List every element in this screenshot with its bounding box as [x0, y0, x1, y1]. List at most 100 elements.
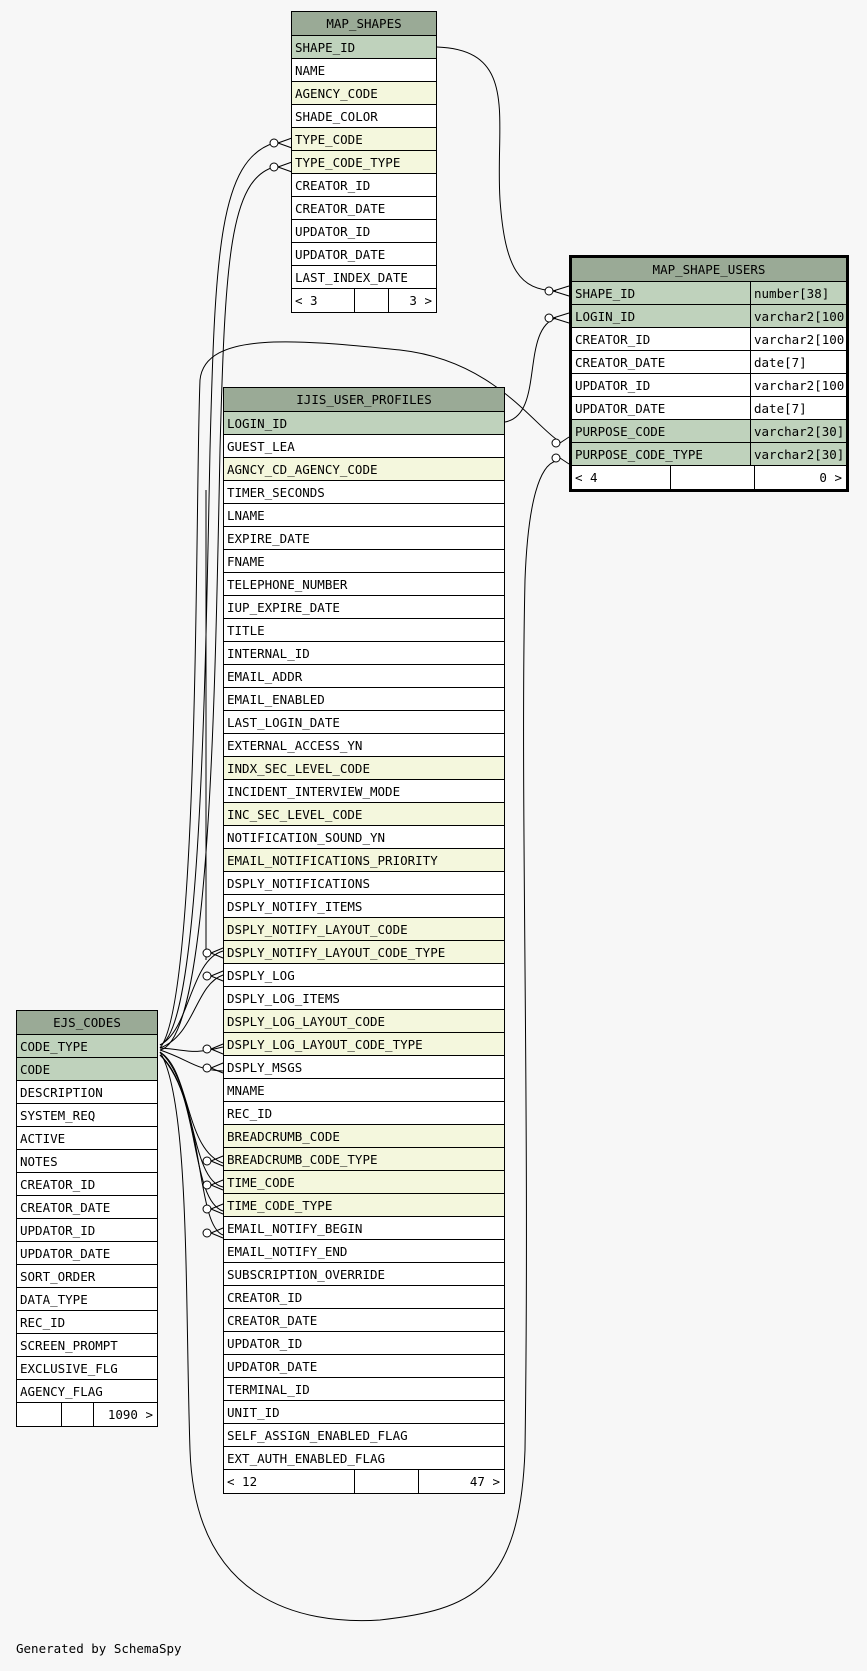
column-row[interactable]: TERMINAL_ID: [224, 1378, 504, 1401]
parents-count[interactable]: < 3: [295, 293, 318, 308]
column-row[interactable]: IUP_EXPIRE_DATE: [224, 596, 504, 619]
column-row[interactable]: UPDATOR_ID: [17, 1219, 157, 1242]
column-row[interactable]: SHADE_COLOR: [292, 105, 436, 128]
column-row[interactable]: EXCLUSIVE_FLG: [17, 1357, 157, 1380]
column-row[interactable]: EXTERNAL_ACCESS_YN: [224, 734, 504, 757]
column-row[interactable]: SELF_ASSIGN_ENABLED_FLAG: [224, 1424, 504, 1447]
column-row[interactable]: DSPLY_LOG_LAYOUT_CODE_TYPE: [224, 1033, 504, 1056]
column-row[interactable]: TYPE_CODE_TYPE: [292, 151, 436, 174]
column-row[interactable]: AGENCY_CODE: [292, 82, 436, 105]
column-row[interactable]: INDX_SEC_LEVEL_CODE: [224, 757, 504, 780]
column-row[interactable]: EMAIL_ENABLED: [224, 688, 504, 711]
column-row[interactable]: TYPE_CODE: [292, 128, 436, 151]
column-row[interactable]: DSPLY_NOTIFY_LAYOUT_CODE: [224, 918, 504, 941]
column-row[interactable]: CODE_TYPE: [17, 1035, 157, 1058]
table-title[interactable]: MAP_SHAPE_USERS: [572, 258, 846, 282]
column-name: DSPLY_MSGS: [227, 1060, 303, 1075]
column-row[interactable]: SUBSCRIPTION_OVERRIDE: [224, 1263, 504, 1286]
table-title[interactable]: EJS_CODES: [17, 1011, 157, 1035]
column-row[interactable]: LAST_INDEX_DATE: [292, 266, 436, 289]
column-row[interactable]: DATA_TYPE: [17, 1288, 157, 1311]
column-row[interactable]: REC_ID: [224, 1102, 504, 1125]
column-row[interactable]: EMAIL_ADDR: [224, 665, 504, 688]
column-row[interactable]: AGENCY_FLAG: [17, 1380, 157, 1403]
column-row[interactable]: CREATOR_DATE: [292, 197, 436, 220]
column-row[interactable]: AGNCY_CD_AGENCY_CODE: [224, 458, 504, 481]
row-count: [354, 1470, 418, 1493]
column-row[interactable]: NOTIFICATION_SOUND_YN: [224, 826, 504, 849]
column-row[interactable]: UPDATOR_ID: [224, 1332, 504, 1355]
column-row[interactable]: DSPLY_NOTIFICATIONS: [224, 872, 504, 895]
column-row[interactable]: SYSTEM_REQ: [17, 1104, 157, 1127]
column-row[interactable]: INCIDENT_INTERVIEW_MODE: [224, 780, 504, 803]
column-row[interactable]: CREATOR_ID: [292, 174, 436, 197]
column-row[interactable]: DSPLY_MSGS: [224, 1056, 504, 1079]
column-row[interactable]: CREATOR_DATE: [17, 1196, 157, 1219]
column-row[interactable]: SHAPE_ID: [292, 36, 436, 59]
column-row[interactable]: CREATOR_ID: [17, 1173, 157, 1196]
column-row[interactable]: UPDATOR_DATE: [17, 1242, 157, 1265]
column-row[interactable]: TIME_CODE: [224, 1171, 504, 1194]
table-title[interactable]: IJIS_USER_PROFILES: [224, 388, 504, 412]
column-row[interactable]: EMAIL_NOTIFICATIONS_PRIORITY: [224, 849, 504, 872]
column-row[interactable]: SCREEN_PROMPT: [17, 1334, 157, 1357]
column-row[interactable]: UNIT_ID: [224, 1401, 504, 1424]
column-row[interactable]: NOTES: [17, 1150, 157, 1173]
column-row[interactable]: BREADCRUMB_CODE: [224, 1125, 504, 1148]
column-row[interactable]: SORT_ORDER: [17, 1265, 157, 1288]
column-row[interactable]: CREATOR_ID: [224, 1286, 504, 1309]
children-count[interactable]: 1090 >: [93, 1403, 157, 1426]
column-row[interactable]: UPDATOR_DATE: [292, 243, 436, 266]
column-row[interactable]: UPDATOR_ID: [292, 220, 436, 243]
column-row[interactable]: UPDATOR_DATE: [224, 1355, 504, 1378]
column-row[interactable]: INC_SEC_LEVEL_CODE: [224, 803, 504, 826]
column-row[interactable]: DSPLY_LOG_ITEMS: [224, 987, 504, 1010]
column-row[interactable]: DSPLY_LOG: [224, 964, 504, 987]
generated-by-text[interactable]: Generated by SchemaSpy: [16, 1641, 182, 1656]
column-row[interactable]: LNAME: [224, 504, 504, 527]
parents-count[interactable]: < 4: [575, 470, 598, 485]
column-row[interactable]: CODE: [17, 1058, 157, 1081]
column-row[interactable]: EXT_AUTH_ENABLED_FLAG: [224, 1447, 504, 1470]
column-row[interactable]: REC_ID: [17, 1311, 157, 1334]
column-row[interactable]: TITLE: [224, 619, 504, 642]
parents-count[interactable]: [17, 1403, 61, 1426]
children-count[interactable]: 0 >: [754, 466, 846, 489]
column-row[interactable]: DSPLY_LOG_LAYOUT_CODE: [224, 1010, 504, 1033]
column-row[interactable]: DSPLY_NOTIFY_ITEMS: [224, 895, 504, 918]
table-title[interactable]: MAP_SHAPES: [292, 12, 436, 36]
column-row[interactable]: NAME: [292, 59, 436, 82]
children-count[interactable]: 3 >: [388, 289, 436, 312]
column-row[interactable]: LOGIN_ID: [224, 412, 504, 435]
column-row[interactable]: MNAME: [224, 1079, 504, 1102]
column-row[interactable]: INTERNAL_ID: [224, 642, 504, 665]
column-row[interactable]: EXPIRE_DATE: [224, 527, 504, 550]
column-row[interactable]: EMAIL_NOTIFY_END: [224, 1240, 504, 1263]
column-row[interactable]: DSPLY_NOTIFY_LAYOUT_CODE_TYPE: [224, 941, 504, 964]
column-row[interactable]: FNAME: [224, 550, 504, 573]
column-row[interactable]: TELEPHONE_NUMBER: [224, 573, 504, 596]
column-row[interactable]: CREATOR_DATE: [224, 1309, 504, 1332]
children-count[interactable]: 47 >: [418, 1470, 504, 1493]
column-row[interactable]: LAST_LOGIN_DATE: [224, 711, 504, 734]
column-row[interactable]: BREADCRUMB_CODE_TYPE: [224, 1148, 504, 1171]
column-row[interactable]: TIME_CODE_TYPE: [224, 1194, 504, 1217]
column-row[interactable]: GUEST_LEA: [224, 435, 504, 458]
column-row[interactable]: EMAIL_NOTIFY_BEGIN: [224, 1217, 504, 1240]
parents-count[interactable]: < 12: [227, 1474, 258, 1489]
column-row[interactable]: ACTIVE: [17, 1127, 157, 1150]
column-row[interactable]: DESCRIPTION: [17, 1081, 157, 1104]
column-row[interactable]: TIMER_SECONDS: [224, 481, 504, 504]
